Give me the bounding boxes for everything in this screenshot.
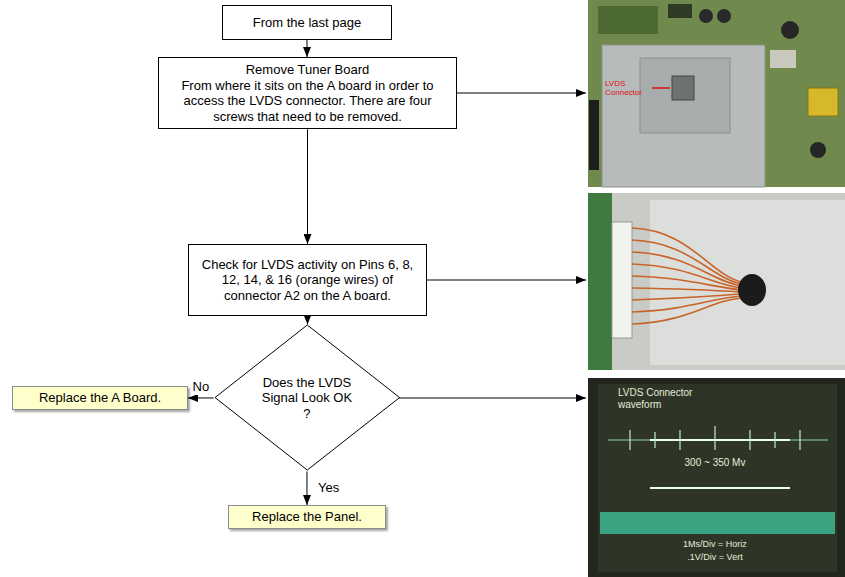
action-box: Replace the Panel. — [228, 505, 386, 529]
flow-arrow — [188, 397, 214, 398]
action-box: Replace the A Board. — [12, 386, 188, 410]
edge-label: No — [191, 379, 212, 395]
capacitor — [810, 142, 826, 158]
decision-diamond: Does the LVDS Signal Look OK ? — [214, 324, 401, 471]
trace — [608, 439, 828, 440]
box-text: From where it sits on the A board in ord… — [167, 78, 448, 125]
scope-photo — [588, 378, 845, 577]
connector-body — [612, 222, 632, 338]
scale-label: 1Ms/Div = Horiz — [655, 539, 775, 549]
trace-spike — [774, 432, 775, 448]
trace-spike — [749, 430, 750, 450]
board-edge — [588, 193, 612, 370]
scope-caption: LVDS Connector waveform — [618, 387, 702, 410]
box-text: Replace the Panel. — [252, 509, 362, 525]
capacitor — [699, 9, 713, 23]
metal-bracket — [650, 200, 845, 365]
bracket-plate — [640, 58, 730, 133]
wire — [632, 298, 742, 324]
edge-label: Yes — [316, 480, 341, 496]
trace-band — [600, 512, 835, 534]
grommet — [738, 274, 766, 306]
amplitude-label: 300 ~ 350 Mv — [665, 457, 765, 469]
part-label: LVDS Connector — [605, 79, 651, 97]
trace — [650, 439, 790, 441]
box-text: Replace the A Board. — [39, 390, 161, 406]
chip — [770, 50, 796, 68]
box-heading: Remove Tuner Board — [246, 62, 370, 78]
trace-spike — [714, 426, 715, 450]
trace-spike — [654, 432, 655, 448]
metal-bracket — [602, 45, 765, 187]
leader-line — [652, 87, 670, 89]
scope-screen — [598, 384, 837, 572]
start-box: From the last page — [222, 5, 392, 40]
wire — [632, 288, 742, 292]
photo-arrow — [392, 398, 586, 399]
box-heading: Check for LVDS activity on Pins 6, 8, 12… — [197, 257, 418, 304]
flow-arrow — [307, 40, 308, 57]
scale-label: .1V/Div = Vert — [655, 552, 775, 562]
capacitor — [717, 9, 731, 23]
trace-spike — [679, 430, 680, 450]
lvds-connector — [672, 76, 694, 100]
capacitor — [781, 21, 799, 39]
flow-arrow — [307, 316, 308, 324]
photo-arrow — [457, 93, 586, 94]
board-photo — [588, 0, 845, 187]
decision-text: Does the LVDS Signal Look OK ? — [259, 375, 355, 422]
input-jack — [589, 100, 599, 170]
flow-arrow — [307, 129, 308, 244]
trace-spike — [799, 430, 800, 450]
wire — [632, 296, 742, 312]
trace — [650, 487, 790, 489]
wire — [632, 294, 742, 300]
chip — [668, 4, 692, 18]
chip — [598, 6, 658, 34]
flow-arrow — [306, 472, 307, 505]
process-box: Check for LVDS activity on Pins 6, 8, 12… — [188, 244, 427, 316]
transformer — [808, 88, 838, 116]
diamond-shape — [215, 325, 400, 470]
box-heading: From the last page — [253, 15, 361, 31]
wire — [632, 264, 742, 288]
photo-arrow — [427, 280, 586, 281]
connector-photo — [588, 193, 845, 370]
process-box: Remove Tuner BoardFrom where it sits on … — [158, 57, 457, 129]
trace-spike — [629, 430, 630, 450]
